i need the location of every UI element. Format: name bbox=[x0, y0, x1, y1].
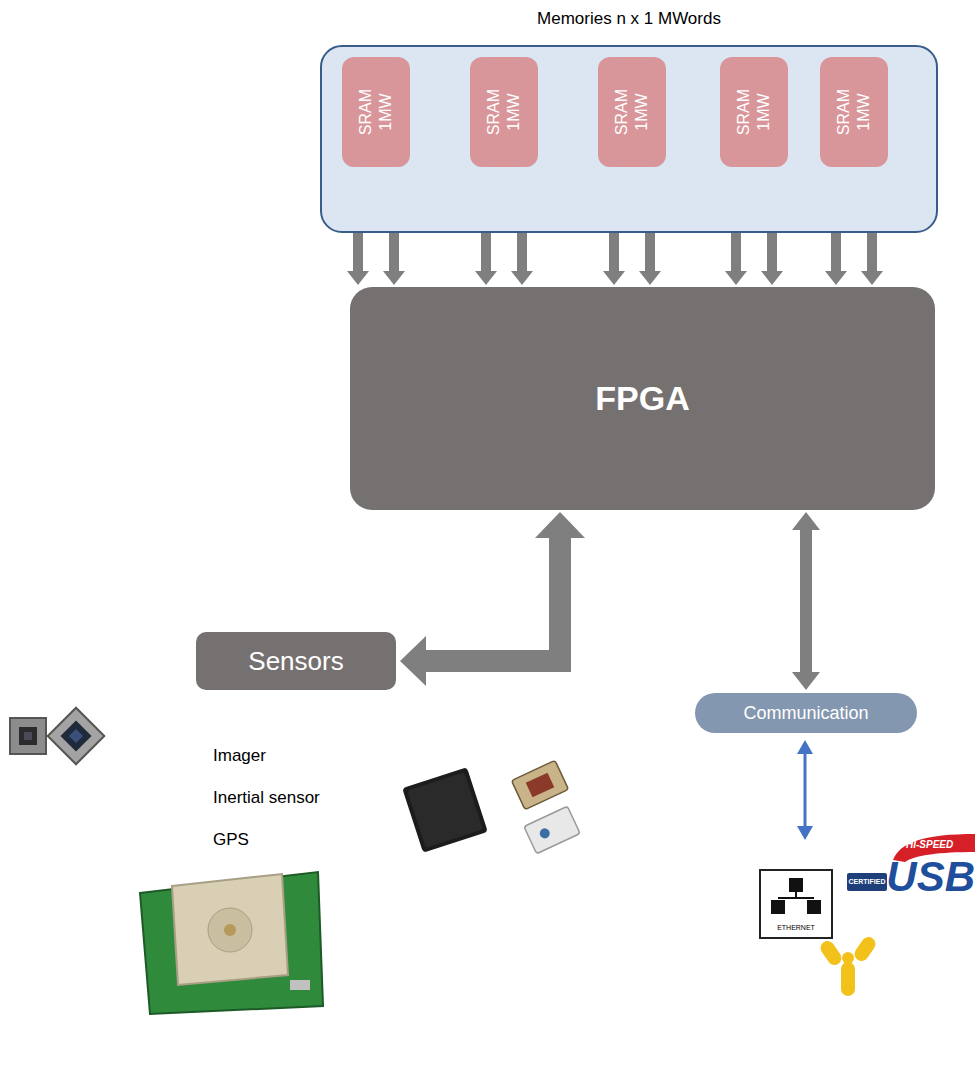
fpga-box: FPGA bbox=[350, 287, 935, 510]
communication-box: Communication bbox=[695, 693, 917, 733]
sensor-label: Inertial sensor bbox=[213, 789, 320, 808]
sram-box: SRAM 1MW bbox=[470, 57, 538, 167]
group-title: Memories n x 1 MWords bbox=[322, 9, 936, 29]
sram-box: SRAM 1MW bbox=[720, 57, 788, 167]
imager-chips bbox=[10, 708, 104, 765]
sram-label: SRAM 1MW bbox=[612, 84, 652, 140]
link-arrow bbox=[797, 740, 813, 840]
ethernet-icon bbox=[760, 870, 832, 938]
sensors-label: Sensors bbox=[248, 646, 343, 677]
sram-label: SRAM 1MW bbox=[834, 84, 874, 140]
sram-box: SRAM 1MW bbox=[820, 57, 888, 167]
memory-group: Memories n x 1 MWordsSRAM 1MWSRAM 1MWSRA… bbox=[320, 45, 938, 233]
fpga-label: FPGA bbox=[595, 379, 689, 418]
communication-label: Communication bbox=[743, 703, 868, 724]
sram-label: SRAM 1MW bbox=[734, 84, 774, 140]
ethernet-label: ETHERNET bbox=[777, 924, 815, 932]
bus-arrow bbox=[400, 512, 585, 686]
sram-label: SRAM 1MW bbox=[484, 84, 524, 140]
sram-label: SRAM 1MW bbox=[356, 84, 396, 140]
usb-label: USB bbox=[886, 854, 975, 900]
sensors-box: Sensors bbox=[196, 632, 396, 690]
usb-certified-label: CERTIFIED bbox=[849, 878, 886, 886]
sensor-label: GPS bbox=[213, 831, 249, 850]
sensor-label: Imager bbox=[213, 747, 266, 766]
firewire-icon bbox=[818, 934, 878, 996]
sram-box: SRAM 1MW bbox=[598, 57, 666, 167]
bus-arrow bbox=[792, 512, 820, 690]
usb-speed-label: HI-SPEED bbox=[906, 839, 953, 850]
inertial-chips bbox=[402, 760, 580, 853]
sram-box: SRAM 1MW bbox=[342, 57, 410, 167]
gps-board bbox=[140, 872, 323, 1014]
